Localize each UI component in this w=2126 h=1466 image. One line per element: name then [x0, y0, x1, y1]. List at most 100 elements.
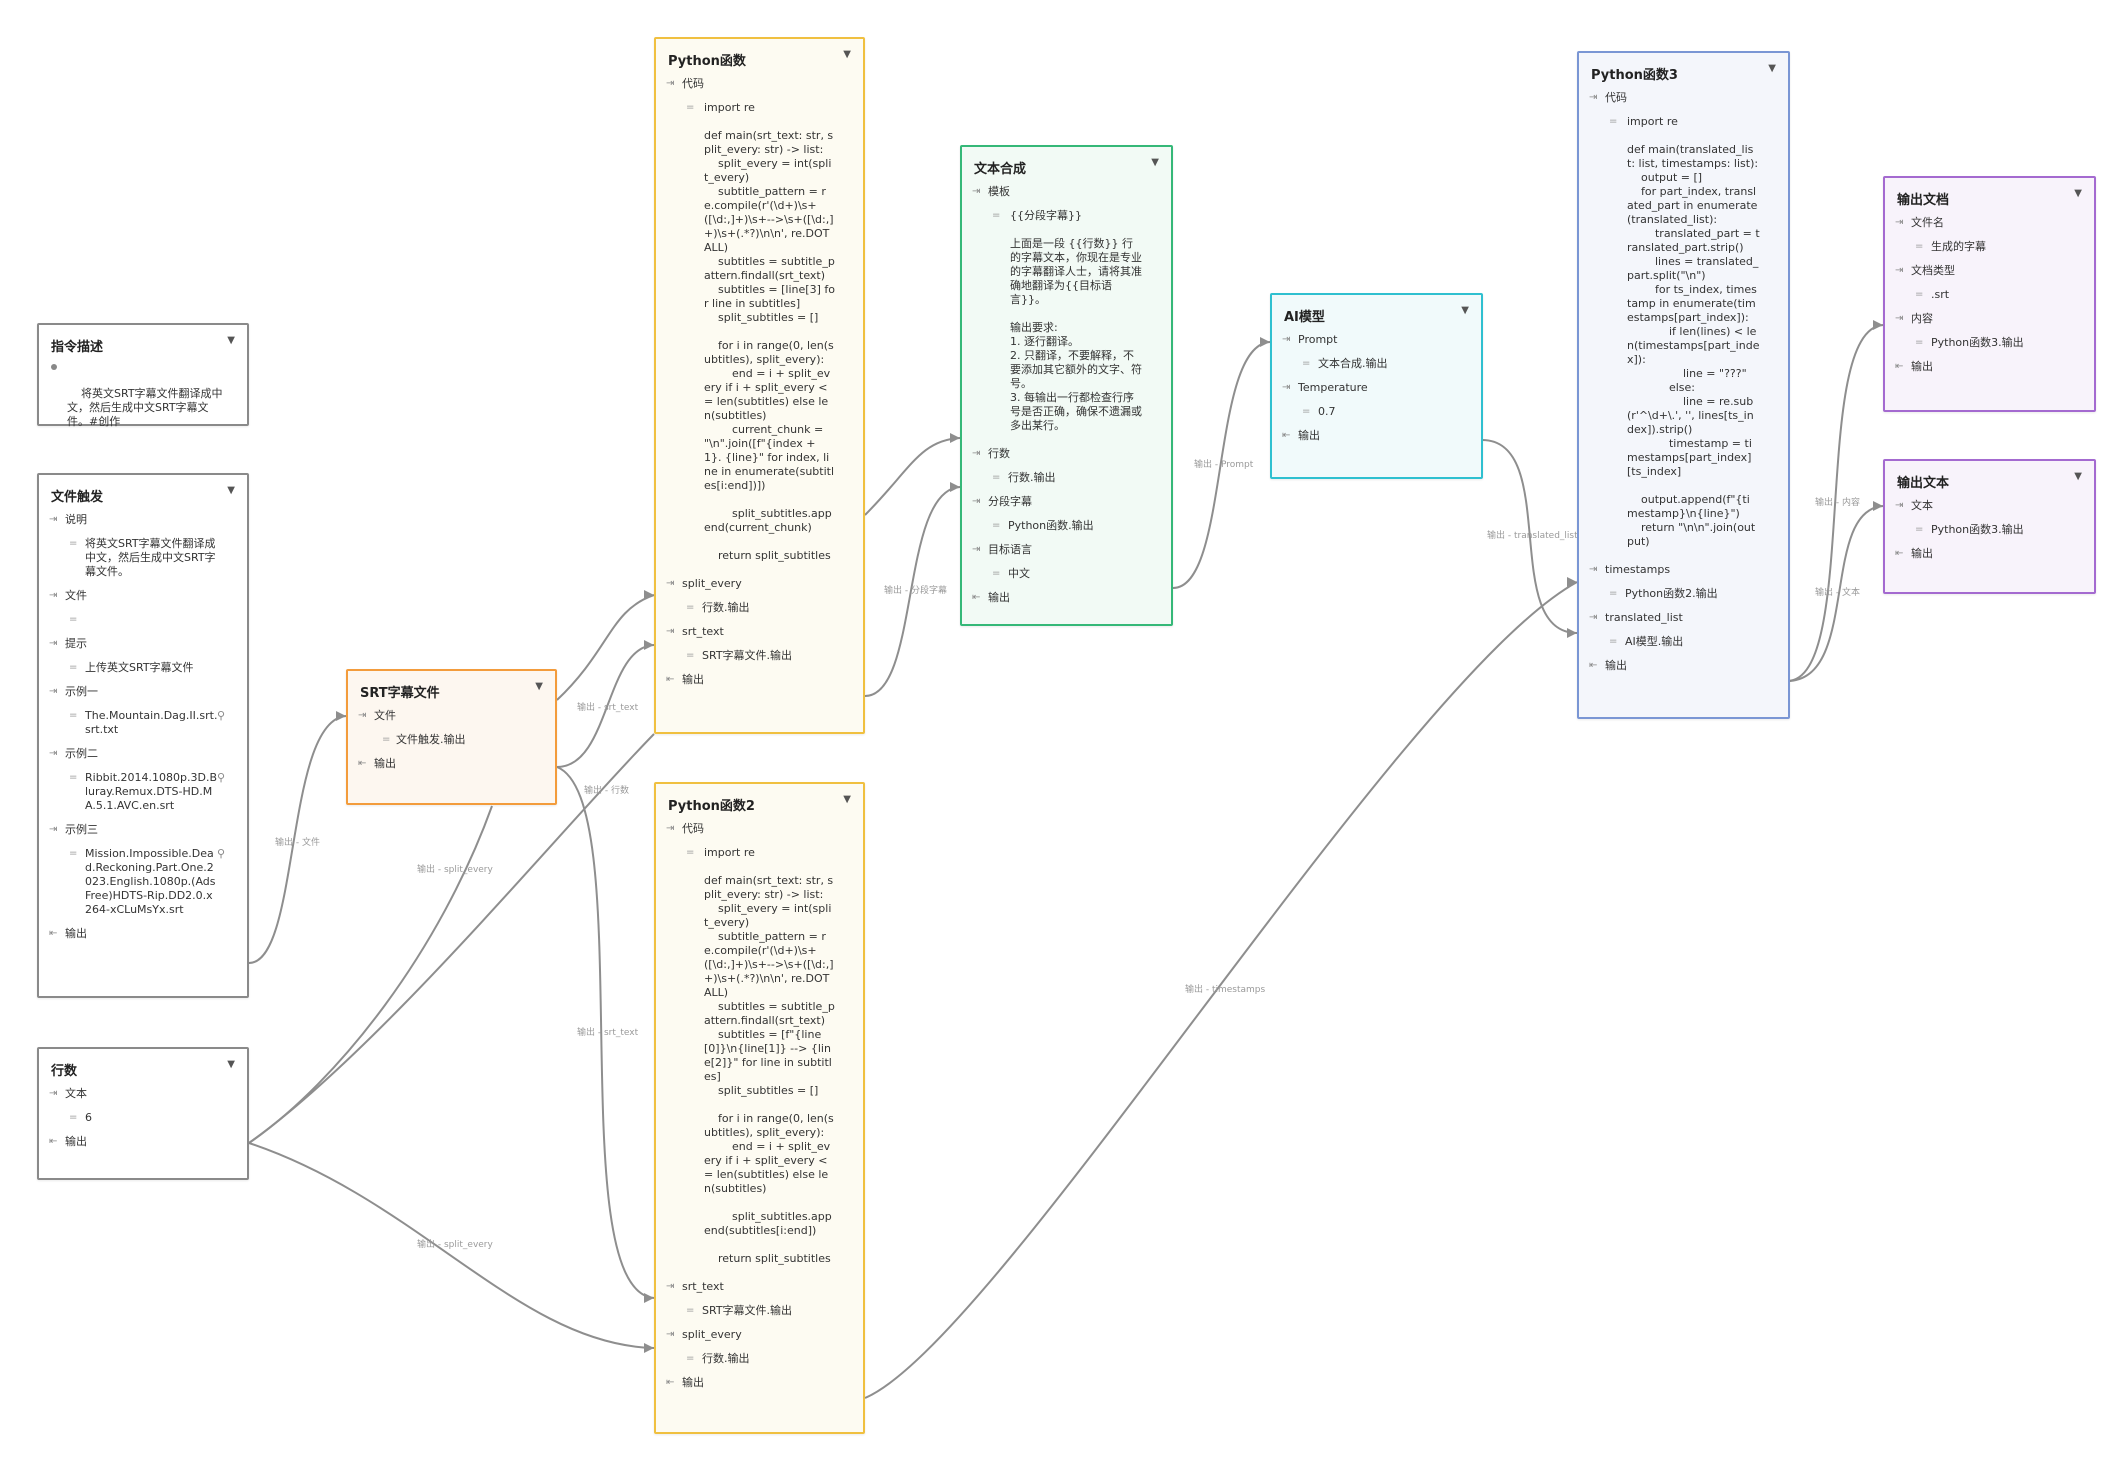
node-header[interactable]: 指令描述 ▼ [39, 325, 247, 359]
field-label: ⇥目标语言 [972, 543, 1032, 556]
node-header[interactable]: 输出文档 ▼ [1885, 178, 2094, 212]
field-value[interactable]: =中文 [992, 567, 1030, 580]
edge-compose-ai[interactable] [1172, 341, 1271, 589]
field-value[interactable]: = [39, 613, 247, 627]
chevron-down-icon[interactable]: ▼ [2074, 471, 2082, 482]
paperclip-icon[interactable]: ⚲ [216, 709, 225, 722]
edge-py1-compose[interactable] [864, 486, 961, 697]
node-header[interactable]: 输出文本 ▼ [1885, 461, 2094, 495]
chevron-down-icon[interactable]: ▼ [227, 335, 235, 346]
arrow-head [1873, 320, 1883, 330]
output-port[interactable]: ⇤输出 [1895, 360, 1933, 373]
field-value[interactable]: =SRT字幕文件.输出 [686, 649, 793, 662]
chevron-down-icon[interactable]: ▼ [2074, 188, 2082, 199]
output-port[interactable]: ⇤输出 [1282, 429, 1320, 442]
node-header[interactable]: AI模型 ▼ [1272, 295, 1481, 329]
field-value[interactable]: =行数.输出 [686, 601, 750, 614]
input-arrow-icon: ⇥ [972, 448, 981, 459]
chevron-down-icon[interactable]: ▼ [1151, 157, 1159, 168]
code-editor[interactable]: =import re def main(srt_text: str, split… [686, 101, 835, 562]
output-port[interactable]: ⇤输出 [358, 757, 396, 770]
edge-py3-outdoc[interactable] [1786, 324, 1884, 682]
chevron-down-icon[interactable]: ▼ [1461, 305, 1469, 316]
equals-icon: = [69, 614, 78, 625]
node-header[interactable]: Python函数3 ▼ [1579, 53, 1788, 87]
output-port[interactable]: ⇤输出 [49, 927, 87, 940]
output-port[interactable]: ⇤输出 [666, 673, 704, 686]
paperclip-icon[interactable]: ⚲ [216, 771, 225, 784]
node-python-function-3[interactable]: Python函数3 ▼ ⇥代码 =import re def main(tran… [1577, 51, 1790, 719]
node-header[interactable]: Python函数2 ▼ [656, 784, 863, 818]
field-value[interactable]: =上传英文SRT字幕文件 [69, 661, 194, 674]
equals-icon: = [69, 538, 78, 549]
field-value[interactable]: =将英文SRT字幕文件翻译成中文，然后生成中文SRT字幕文件。 [69, 537, 216, 578]
edge-srt-py1-upper[interactable] [556, 594, 655, 701]
field-value[interactable]: =文件触发.输出 [382, 733, 466, 746]
field-value[interactable]: =SRT字幕文件.输出 [686, 1304, 793, 1317]
paperclip-icon[interactable]: ⚲ [216, 847, 225, 860]
output-port[interactable]: ⇤输出 [1895, 547, 1933, 560]
edge-py3-outtext[interactable] [1786, 505, 1884, 682]
edge-lines-py1-split[interactable] [248, 805, 493, 1144]
field-value[interactable]: =Python函数2.输出 [1609, 587, 1718, 600]
edge-srt-py1[interactable] [556, 644, 655, 768]
edge-ai-py3[interactable] [1481, 439, 1578, 634]
code-editor[interactable]: =import re def main(srt_text: str, split… [686, 846, 835, 1265]
node-header[interactable]: 行数 ▼ [39, 1049, 247, 1083]
field-label: ⇥文本 [49, 1087, 87, 1100]
field-value[interactable]: =AI模型.输出 [1609, 635, 1684, 648]
chevron-down-icon[interactable]: ▼ [843, 49, 851, 60]
field-value[interactable]: =行数.输出 [992, 471, 1056, 484]
node-title: SRT字幕文件 [360, 686, 440, 701]
field-value[interactable]: =Mission.Impossible.Dead.Reckoning.Part.… [69, 847, 225, 916]
node-output-document[interactable]: 输出文档 ▼ ⇥文件名 =生成的字幕 ⇥文档类型 =.srt ⇥内容 =Pyth… [1883, 176, 2096, 412]
output-port[interactable]: ⇤输出 [1589, 659, 1627, 672]
node-instruction-description[interactable]: 指令描述 ▼ 将英文SRT字幕文件翻译成中文，然后生成中文SRT字幕文件。#创作 [37, 323, 249, 428]
code-editor[interactable]: =import re def main(translated_list: lis… [1609, 115, 1760, 548]
field-value[interactable]: =The.Mountain.Dag.II.srt.srt.txt⚲ [69, 709, 225, 736]
edge-py1-compose-lines[interactable] [864, 437, 961, 516]
node-srt-file[interactable]: SRT字幕文件 ▼ ⇥文件 =文件触发.输出 ⇤输出 [346, 669, 557, 805]
output-port[interactable]: ⇤输出 [972, 591, 1010, 604]
field-value[interactable]: =行数.输出 [686, 1352, 750, 1365]
input-arrow-icon: ⇥ [49, 748, 58, 759]
node-title: Python函数2 [668, 799, 755, 814]
field-label: ⇥文件 [358, 709, 396, 722]
field-value[interactable]: =Python函数.输出 [992, 519, 1094, 532]
chevron-down-icon[interactable]: ▼ [843, 794, 851, 805]
field-temperature: ⇥Temperature =0.7 [1272, 381, 1481, 419]
template-editor[interactable]: ={{分段字幕}} 上面是一段 {{行数}} 行的字幕文本，你现在是专业的字幕翻… [992, 209, 1142, 432]
field-value[interactable]: =Python函数3.输出 [1915, 523, 2024, 536]
node-header[interactable]: Python函数 ▼ [656, 39, 863, 73]
edge-srt-py2[interactable] [556, 766, 655, 1299]
field-value[interactable]: =Ribbit.2014.1080p.3D.Bluray.Remux.DTS-H… [69, 771, 225, 812]
field-value[interactable]: =生成的字幕 [1915, 240, 1986, 253]
edge-trigger-srt[interactable] [248, 715, 347, 964]
node-title: AI模型 [1284, 310, 1325, 325]
field-value[interactable]: =6 [69, 1111, 92, 1124]
node-header[interactable]: 文件触发 ▼ [39, 475, 247, 509]
node-header[interactable]: 文本合成 ▼ [962, 147, 1171, 181]
field-value[interactable]: =Python函数3.输出 [1915, 336, 2024, 349]
edge-lines-py2-split[interactable] [248, 1142, 655, 1349]
chevron-down-icon[interactable]: ▼ [1768, 63, 1776, 74]
node-file-trigger[interactable]: 文件触发 ▼ ⇥说明 =将英文SRT字幕文件翻译成中文，然后生成中文SRT字幕文… [37, 473, 249, 998]
node-line-count[interactable]: 行数 ▼ ⇥文本 =6 ⇤输出 [37, 1047, 249, 1180]
field-value[interactable]: =.srt [1915, 288, 1950, 301]
input-arrow-icon: ⇥ [49, 638, 58, 649]
field-value[interactable]: =0.7 [1302, 405, 1336, 418]
chevron-down-icon[interactable]: ▼ [227, 485, 235, 496]
edge-py2-py3[interactable] [864, 581, 1578, 1399]
node-output-text[interactable]: 输出文本 ▼ ⇥文本 =Python函数3.输出 ⇤输出 [1883, 459, 2096, 594]
node-python-function-1[interactable]: Python函数 ▼ ⇥代码 =import re def main(srt_t… [654, 37, 865, 734]
chevron-down-icon[interactable]: ▼ [535, 681, 543, 692]
node-text-compose[interactable]: 文本合成 ▼ ⇥模板 ={{分段字幕}} 上面是一段 {{行数}} 行的字幕文本… [960, 145, 1173, 626]
field-code: ⇥代码 =import re def main(srt_text: str, s… [656, 822, 863, 1266]
field-value[interactable]: =文本合成.输出 [1302, 357, 1388, 370]
output-port[interactable]: ⇤输出 [666, 1376, 704, 1389]
node-ai-model[interactable]: AI模型 ▼ ⇥Prompt =文本合成.输出 ⇥Temperature =0.… [1270, 293, 1483, 479]
output-port[interactable]: ⇤输出 [49, 1135, 87, 1148]
node-python-function-2[interactable]: Python函数2 ▼ ⇥代码 =import re def main(srt_… [654, 782, 865, 1434]
chevron-down-icon[interactable]: ▼ [227, 1059, 235, 1070]
node-header[interactable]: SRT字幕文件 ▼ [348, 671, 555, 705]
